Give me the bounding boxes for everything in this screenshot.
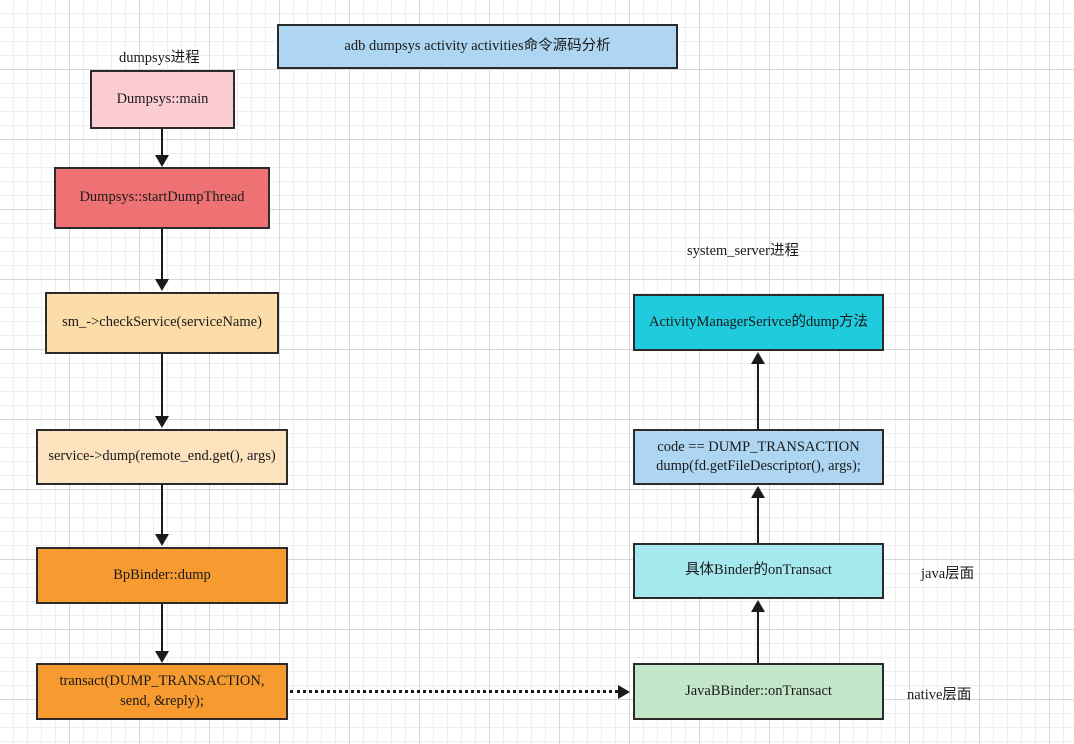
node-dumpsys-main-label: Dumpsys::main: [116, 90, 209, 107]
arrowhead-main-to-startdump: [155, 155, 169, 167]
edge-bpbinder-to-transact: [161, 604, 163, 652]
layer-label-java-text: java层面: [921, 566, 975, 582]
edge-dumptransaction-to-ams: [757, 363, 759, 429]
edge-checkservice-to-servicedump: [161, 354, 163, 417]
column-label-system-server-text: system_server进程: [687, 243, 799, 259]
arrowhead-javabbinder-to-binder: [751, 600, 765, 612]
edge-main-to-startdump: [161, 129, 163, 157]
node-dump-transaction-label: code == DUMP_TRANSACTION dump(fd.getFile…: [656, 438, 861, 474]
layer-label-native: native层面: [907, 683, 971, 704]
node-check-service[interactable]: sm_->checkService(serviceName): [45, 292, 279, 354]
edge-binder-to-dumptransaction: [757, 497, 759, 543]
edge-servicedump-to-bpbinder: [161, 485, 163, 535]
node-service-dump[interactable]: service->dump(remote_end.get(), args): [36, 429, 288, 485]
title-box-label: adb dumpsys activity activities命令源码分析: [344, 37, 611, 54]
title-box: adb dumpsys activity activities命令源码分析: [277, 24, 678, 69]
node-binder-ontransact-label: 具体Binder的onTransact: [685, 562, 832, 579]
layer-label-java: java层面: [921, 562, 974, 583]
edge-startdump-to-checkservice: [161, 229, 163, 280]
node-check-service-label: sm_->checkService(serviceName): [62, 314, 262, 331]
node-dumpsys-main[interactable]: Dumpsys::main: [90, 70, 235, 129]
layer-label-native-text: native层面: [907, 687, 972, 703]
arrowhead-checkservice-to-servicedump: [155, 416, 169, 428]
edge-transact-to-javabbinder: [290, 690, 618, 693]
node-javabbinder-ontransact[interactable]: JavaBBinder::onTransact: [633, 663, 884, 720]
node-bpbinder-dump[interactable]: BpBinder::dump: [36, 547, 288, 604]
arrowhead-startdump-to-checkservice: [155, 279, 169, 291]
node-transact-label: transact(DUMP_TRANSACTION, send, &reply)…: [59, 673, 265, 709]
arrowhead-binder-to-dumptransaction: [751, 486, 765, 498]
node-bpbinder-dump-label: BpBinder::dump: [113, 566, 211, 583]
arrowhead-dumptransaction-to-ams: [751, 352, 765, 364]
column-label-dumpsys: dumpsys进程: [119, 46, 200, 67]
node-start-dump-thread[interactable]: Dumpsys::startDumpThread: [54, 167, 270, 229]
arrowhead-transact-to-javabbinder: [618, 685, 630, 699]
node-ams-dump[interactable]: ActivityManagerSerivce的dump方法: [633, 294, 884, 351]
node-dump-transaction[interactable]: code == DUMP_TRANSACTION dump(fd.getFile…: [633, 429, 884, 485]
node-javabbinder-ontransact-label: JavaBBinder::onTransact: [685, 682, 832, 699]
node-ams-dump-label: ActivityManagerSerivce的dump方法: [648, 313, 869, 330]
edge-javabbinder-to-binder: [757, 611, 759, 663]
column-label-dumpsys-text: dumpsys进程: [119, 50, 200, 66]
column-label-system-server: system_server进程: [687, 239, 799, 260]
node-transact[interactable]: transact(DUMP_TRANSACTION, send, &reply)…: [36, 663, 288, 720]
arrowhead-servicedump-to-bpbinder: [155, 534, 169, 546]
node-binder-ontransact[interactable]: 具体Binder的onTransact: [633, 543, 884, 599]
arrowhead-bpbinder-to-transact: [155, 651, 169, 663]
node-start-dump-thread-label: Dumpsys::startDumpThread: [79, 189, 245, 206]
node-service-dump-label: service->dump(remote_end.get(), args): [48, 448, 276, 465]
